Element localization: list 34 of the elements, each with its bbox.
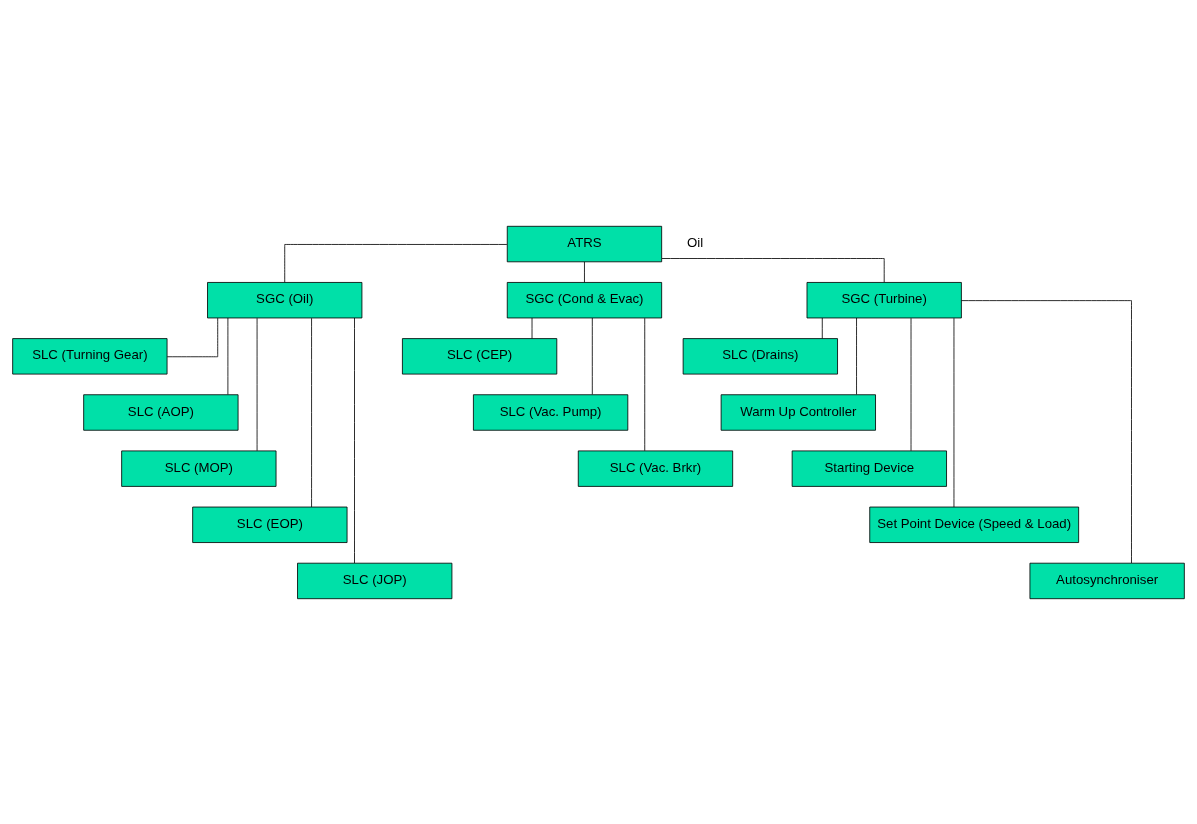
connector <box>644 317 646 451</box>
node-box: ATRS <box>506 225 663 262</box>
connector <box>961 299 1132 563</box>
node-box: SLC (MOP) <box>121 450 277 487</box>
node-box: SLC (EOP) <box>192 506 348 543</box>
node-box: SLC (Vac. Pump) <box>473 393 629 431</box>
connector <box>531 317 533 339</box>
connector <box>311 317 312 507</box>
node-box: SLC (Drains) <box>682 337 838 374</box>
node-box: SGC (Turbine) <box>806 281 962 318</box>
node-box: SGC (Oil) <box>207 281 363 318</box>
connector <box>856 317 857 395</box>
connector <box>284 243 508 283</box>
connector <box>354 317 355 563</box>
node-box: Autosynchroniser <box>1029 562 1185 599</box>
node-box: SLC (JOP) <box>297 562 453 599</box>
node-box: SLC (Turning Gear) <box>12 337 168 374</box>
node-box: SGC (Cond & Evac) <box>506 281 663 318</box>
connector <box>227 317 229 395</box>
node-box: Starting Device <box>791 450 947 487</box>
connector <box>821 317 823 339</box>
connector <box>584 260 585 283</box>
connector <box>953 317 955 507</box>
node-box: SLC (CEP) <box>401 337 558 374</box>
connector <box>256 317 258 451</box>
node-box: SLC (Vac. Brkr) <box>577 450 734 487</box>
node-box: Set Point Device (Speed & Load) <box>869 506 1080 543</box>
label: Oil <box>687 234 704 250</box>
node-box: SLC (AOP) <box>83 393 239 431</box>
connector <box>910 317 912 451</box>
connector <box>591 317 593 395</box>
connector <box>166 317 219 357</box>
connector <box>661 257 885 283</box>
node-box: Warm Up Controller <box>720 393 876 431</box>
